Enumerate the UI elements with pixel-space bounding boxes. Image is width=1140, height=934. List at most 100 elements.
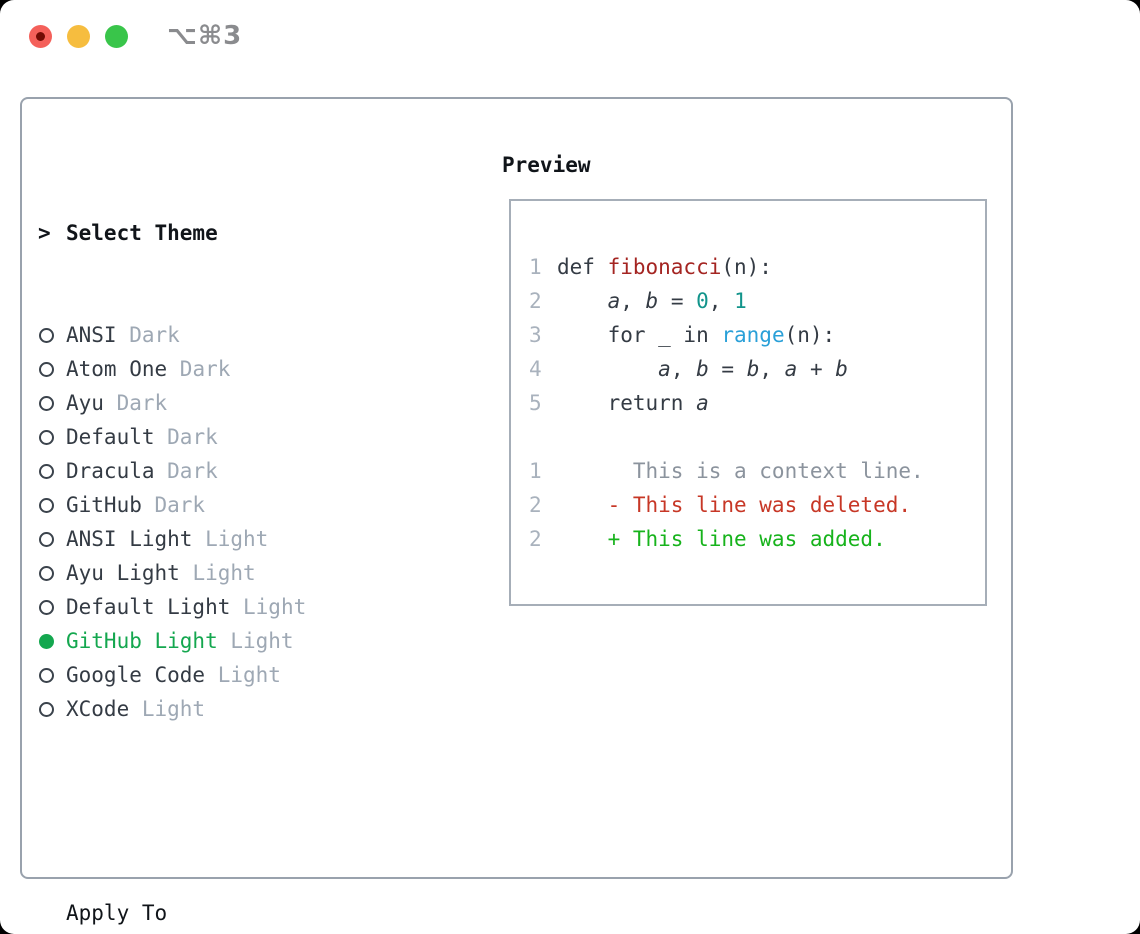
theme-variant: Light <box>230 595 307 619</box>
theme-variant: Dark <box>154 459 218 483</box>
apply-to-header: Apply To <box>38 896 392 930</box>
code-token: return <box>557 391 697 415</box>
code-line: 1 This is a context line. <box>529 454 924 488</box>
code-token: , <box>759 357 785 381</box>
select-theme-header: > Select Theme <box>38 216 392 250</box>
theme-option-ayu-light[interactable]: Ayu Light Light <box>38 556 392 590</box>
line-number: 4 <box>529 357 542 381</box>
code-token: (n): <box>784 323 836 347</box>
radio-icon <box>38 590 66 624</box>
line-number: 1 <box>529 255 542 279</box>
code-token: range <box>721 323 785 347</box>
minimize-button-icon[interactable] <box>67 25 90 48</box>
theme-variant: Dark <box>103 391 168 415</box>
code-token: This is a context line. <box>557 459 924 483</box>
theme-name: Ayu <box>66 391 104 415</box>
theme-variant: Light <box>205 663 281 687</box>
apply-to-title: Apply To <box>66 901 168 925</box>
code-token: 1 <box>734 289 747 313</box>
code-token: for _ in <box>557 323 722 347</box>
theme-variant: Light <box>217 629 294 653</box>
theme-option-ansi-light[interactable]: ANSI Light Light <box>38 522 392 556</box>
theme-name: GitHub <box>66 493 142 517</box>
theme-option-ayu[interactable]: Ayu Dark <box>38 386 392 420</box>
line-number: 5 <box>529 391 542 415</box>
line-number: 3 <box>529 323 542 347</box>
theme-name: Ayu Light <box>66 561 180 585</box>
code-token: + This line was added. <box>557 527 886 551</box>
code-line: 5 return a <box>529 386 924 420</box>
code-token: , <box>620 289 646 313</box>
line-number: 2 <box>529 527 542 551</box>
code-line: 3 for _ in range(n): <box>529 318 924 352</box>
code-token: (n): <box>721 255 772 279</box>
theme-option-dracula[interactable]: Dracula Dark <box>38 454 392 488</box>
spacer <box>38 794 392 828</box>
radio-icon <box>38 318 66 352</box>
theme-name: ANSI <box>66 323 117 347</box>
titlebar: ⌥⌘3 <box>0 0 1140 74</box>
code-token: def <box>557 255 608 279</box>
theme-name: Google Code <box>66 663 206 687</box>
preview-title: Preview <box>502 153 591 177</box>
theme-name: Default Light <box>66 595 231 619</box>
radio-selected-icon <box>38 624 66 658</box>
theme-variant: Dark <box>167 357 231 381</box>
code-token: a <box>696 391 709 415</box>
line-number: 2 <box>529 289 542 313</box>
theme-name: XCode <box>66 697 130 721</box>
code-token: fibonacci <box>607 255 722 279</box>
code-token: b <box>696 357 709 381</box>
theme-option-github[interactable]: GitHub Dark <box>38 488 392 522</box>
prompt-icon: > <box>38 221 51 245</box>
radio-icon <box>38 488 66 522</box>
select-theme-title: Select Theme <box>66 221 218 245</box>
code-token: , <box>708 289 735 313</box>
zoom-button-icon[interactable] <box>105 25 128 48</box>
line-number: 1 <box>529 459 542 483</box>
code-token: - This line was deleted. <box>557 493 912 517</box>
code-line: 2 - This line was deleted. <box>529 488 924 522</box>
code-token: + <box>797 357 836 381</box>
theme-option-ansi[interactable]: ANSI Dark <box>38 318 392 352</box>
code-token <box>557 357 658 381</box>
radio-icon <box>38 692 66 726</box>
code-token: 0 <box>696 289 709 313</box>
theme-option-atom-one[interactable]: Atom One Dark <box>38 352 392 386</box>
code-token: a <box>607 289 621 313</box>
code-token: a <box>784 357 798 381</box>
radio-icon <box>38 386 66 420</box>
theme-name: Default <box>66 425 155 449</box>
radio-icon <box>38 454 66 488</box>
theme-name: GitHub Light <box>66 629 218 653</box>
theme-option-google-code[interactable]: Google Code Light <box>38 658 392 692</box>
code-token <box>557 289 608 313</box>
code-line: 2 + This line was added. <box>529 522 924 556</box>
theme-variant: Dark <box>154 425 218 449</box>
code-token: b <box>746 357 760 381</box>
radio-icon <box>38 420 66 454</box>
theme-name: Dracula <box>66 459 155 483</box>
theme-option-xcode[interactable]: XCode Light <box>38 692 392 726</box>
theme-variant: Dark <box>116 323 180 347</box>
theme-option-default-light[interactable]: Default Light Light <box>38 590 392 624</box>
radio-icon <box>38 658 66 692</box>
code-token: = <box>708 357 747 381</box>
radio-icon <box>38 352 66 386</box>
theme-name: ANSI Light <box>66 527 193 551</box>
line-number <box>529 420 557 454</box>
radio-icon <box>38 556 66 590</box>
radio-icon <box>38 522 66 556</box>
theme-variant: Dark <box>141 493 206 517</box>
close-button-icon[interactable] <box>29 25 52 48</box>
theme-option-github-light[interactable]: GitHub Light Light <box>38 624 392 658</box>
code-token: b <box>835 357 848 381</box>
theme-option-default[interactable]: Default Dark <box>38 420 392 454</box>
line-number: 2 <box>529 493 542 517</box>
theme-name: Atom One <box>66 357 168 381</box>
